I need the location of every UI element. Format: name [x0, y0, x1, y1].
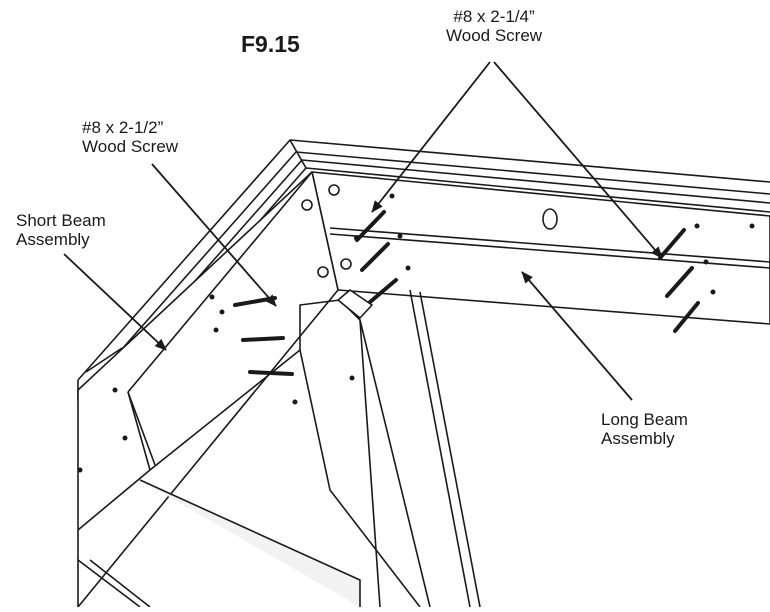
callout-screw-quarter-line2: Wood Screw [446, 26, 543, 45]
arrow-screw-quarter-left [371, 61, 491, 213]
screw-icon [360, 242, 390, 272]
beam-hole [542, 208, 558, 230]
bolt-icon [301, 199, 313, 211]
lower-frame [77, 289, 481, 608]
callout-screw-quarter-line1: #8 x 2-1/4” [453, 7, 535, 26]
screw-icon [355, 210, 386, 242]
corner-bracket [301, 184, 352, 278]
callout-screw-half: #8 x 2-1/2” Wood Screw [82, 118, 178, 156]
callout-screw-half-line2: Wood Screw [82, 137, 179, 156]
long-beam-assembly [311, 171, 770, 325]
callout-arrows [63, 61, 663, 401]
arrow-screw-quarter-right [493, 61, 663, 259]
callout-screw-half-line1: #8 x 2-1/2” [82, 118, 164, 137]
callout-short-beam: Short Beam Assembly [16, 211, 106, 249]
callout-short-beam-line1: Short Beam [16, 211, 106, 230]
arrow-long-beam [521, 271, 633, 401]
bolt-icon [340, 258, 352, 270]
bolt-icon [328, 184, 340, 196]
screw-icon [368, 278, 398, 304]
screw-icon [658, 228, 686, 260]
callout-long-beam-line1: Long Beam [601, 410, 688, 429]
screw-icon [673, 301, 700, 333]
callout-screw-quarter: #8 x 2-1/4” Wood Screw [446, 7, 542, 45]
callout-short-beam-line2: Assembly [16, 230, 90, 249]
screw-icon [241, 336, 285, 342]
screw-icon [248, 370, 294, 376]
arrow-screw-half [151, 163, 277, 307]
callout-long-beam: Long Beam Assembly [601, 410, 688, 448]
bolt-icon [317, 266, 329, 278]
figure-id: F9.15 [241, 31, 300, 57]
screw-icon [665, 266, 694, 298]
arrow-short-beam [63, 253, 167, 351]
callout-long-beam-line2: Assembly [601, 429, 675, 448]
